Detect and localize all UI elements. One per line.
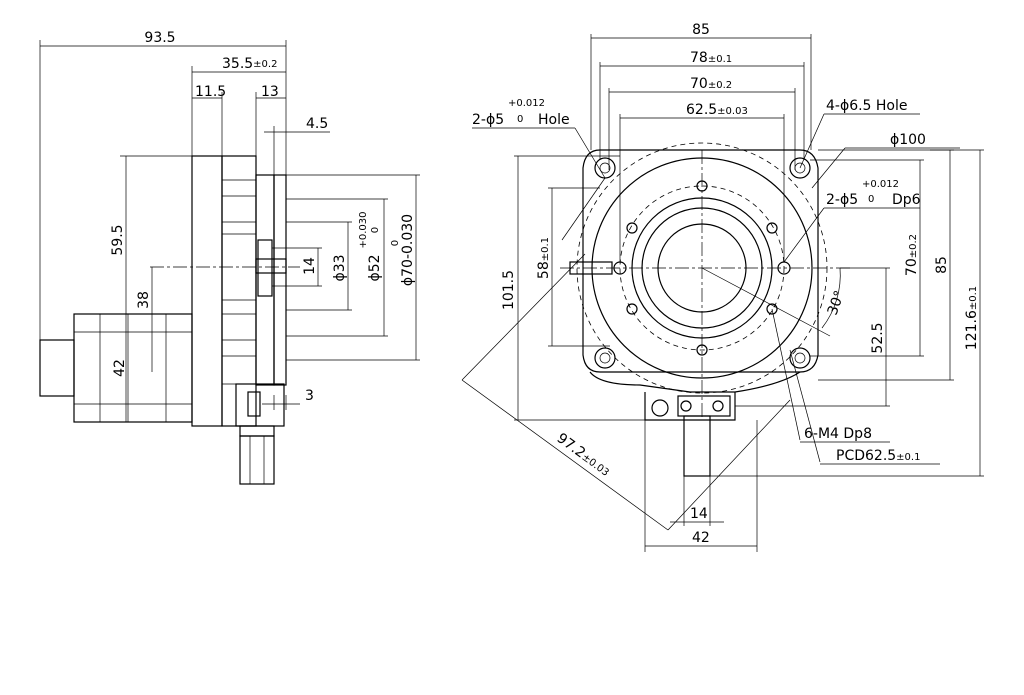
label-dia-100: ϕ100: [890, 132, 926, 148]
dim-35-5: 35.5±0.2: [222, 56, 277, 72]
dim-97-2: 97.2±0.03: [554, 430, 613, 479]
corner-hole-tl: [594, 157, 616, 179]
label-hole-left-tol-top: +0.012: [508, 98, 545, 109]
output-face: [273, 174, 287, 386]
dim-85-right: 85: [934, 256, 950, 274]
flange-block: [221, 155, 257, 427]
dim-14-bottom: 14: [690, 506, 708, 522]
dim-70-top: 70±0.2: [690, 76, 732, 92]
front-view: 85 78±0.1 70±0.2 62.5±0.03 2-ϕ5 +0.012 0…: [461, 22, 984, 552]
label-hole-left: 2-ϕ5: [472, 112, 504, 128]
dim-62-5: 62.5±0.03: [686, 102, 748, 118]
shaft-slot: [257, 239, 273, 297]
dim-13: 13: [261, 84, 279, 100]
dim-42: 42: [112, 359, 128, 377]
dim-52-tol-bot: 0: [370, 227, 381, 233]
label-4-hole: 4-ϕ6.5 Hole: [826, 98, 908, 114]
dim-70-tol-top: 0: [390, 240, 401, 246]
connector-stub: [683, 415, 711, 477]
dim-93-5: 93.5: [144, 30, 175, 46]
label-hole-left-tol-bot: 0: [517, 114, 523, 125]
dim-70-right: 70±0.2: [904, 234, 920, 276]
corner-hole-bl: [594, 347, 616, 369]
dim-52: ϕ52: [367, 254, 383, 281]
label-thread: 6-M4 Dp8: [804, 426, 872, 442]
label-hole-left-suffix: Hole: [538, 112, 570, 128]
dim-78: 78±0.1: [690, 50, 732, 66]
label-pcd: PCD62.5±0.1: [836, 448, 920, 464]
dim-14: 14: [302, 257, 318, 275]
connector-plug: [239, 435, 275, 485]
dim-59-5: 59.5: [110, 224, 126, 255]
corner-hole-br: [789, 347, 811, 369]
dim-85-top: 85: [692, 22, 710, 38]
dim-70: ϕ70-0.030: [400, 214, 416, 286]
dim-11-5: 11.5: [195, 84, 226, 100]
dim-121-6: 121.6±0.1: [964, 286, 980, 350]
dim-33: ϕ33: [332, 254, 348, 281]
dim-38: 38: [136, 291, 152, 309]
output-shaft: [255, 258, 287, 274]
corner-hole-tr: [789, 157, 811, 179]
label-hole-right-tol-bot: 0: [868, 194, 874, 205]
dim-42-bottom: 42: [692, 530, 710, 546]
dim-101-5: 101.5: [501, 270, 517, 310]
flange-plate: [255, 174, 275, 386]
label-hole-right-tol-top: +0.012: [862, 179, 899, 190]
angle-30: 30°: [825, 289, 849, 318]
gear-housing: [191, 155, 223, 427]
label-hole-right: 2-ϕ5: [826, 192, 858, 208]
motor-body: [73, 313, 193, 423]
dim-58: 58±0.1: [536, 237, 552, 279]
dim-4-5: 4.5: [306, 116, 328, 132]
label-hole-right-suffix: Dp6: [892, 192, 921, 208]
side-view: 93.5 35.5±0.2 11.5 13 4.5 59.5 38 42 3: [39, 30, 420, 485]
dim-52-5: 52.5: [870, 322, 886, 353]
dim-52-tol-top: +0.030: [358, 211, 369, 248]
motor-end-cap: [39, 339, 75, 397]
dim-3: 3: [305, 388, 314, 404]
